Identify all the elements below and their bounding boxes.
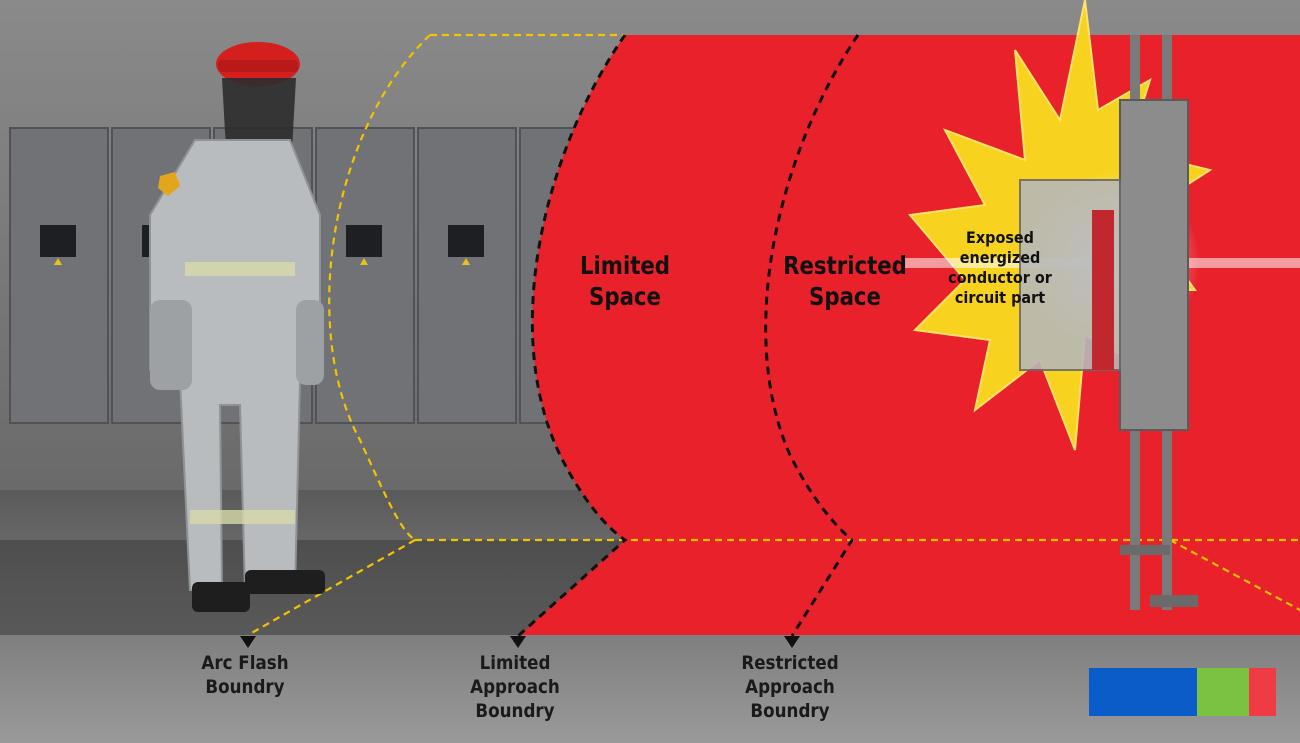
restricted-approach-boundary-line [764, 34, 860, 637]
arrow-down-icon [240, 636, 256, 648]
cabinet-display [346, 225, 382, 257]
color-swatch-red [1249, 668, 1276, 716]
worker-ppe-icon [149, 42, 325, 612]
limited-approach-boundary-line [516, 34, 628, 638]
arrow-down-icon [510, 636, 526, 648]
warning-sign-icon [360, 258, 368, 265]
color-swatch-blue [1089, 668, 1197, 716]
arc-flash-boundary-line [328, 34, 431, 541]
cabinet-display [448, 225, 484, 257]
limited-approach-boundary-caption: Limited Approach Boundry [470, 652, 560, 722]
color-swatch-green [1197, 668, 1249, 716]
cabinet [417, 127, 517, 424]
warning-sign-icon [54, 258, 62, 265]
limited-space-label: Limited Space [579, 251, 671, 312]
restricted-approach-boundary-caption: Restricted Approach Boundry [741, 652, 839, 722]
cabinet [9, 127, 109, 424]
arc-flash-boundary-caption: Arc Flash Boundry [201, 652, 289, 698]
arc-flash-boundary-right [1169, 539, 1300, 611]
electrical-panel-icon [1019, 35, 1198, 610]
energized-conductor-label: Exposed energized conductor or circuit p… [948, 228, 1052, 307]
arrow-down-icon [784, 636, 800, 648]
arc-flash-boundary-leader [247, 539, 416, 636]
warning-sign-icon [462, 258, 470, 265]
restricted-space-label: Restricted Space [783, 251, 907, 312]
cabinet-display [40, 225, 76, 257]
